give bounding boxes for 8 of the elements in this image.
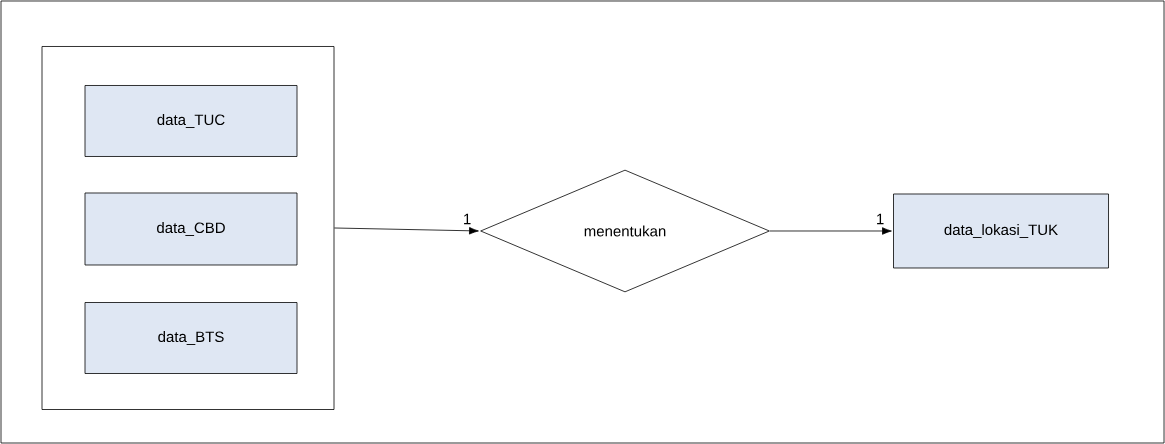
cardinality-label: 1	[874, 212, 886, 226]
entity-box: data_lokasi_TUK	[893, 193, 1109, 269]
arrow	[334, 227, 479, 235]
entity-box: data_BTS	[84, 302, 298, 374]
cardinality-label: 1	[461, 212, 473, 226]
entity-box: data_CBD	[84, 192, 298, 266]
arrow	[769, 227, 892, 235]
entity-box: data_TUC	[84, 85, 298, 157]
